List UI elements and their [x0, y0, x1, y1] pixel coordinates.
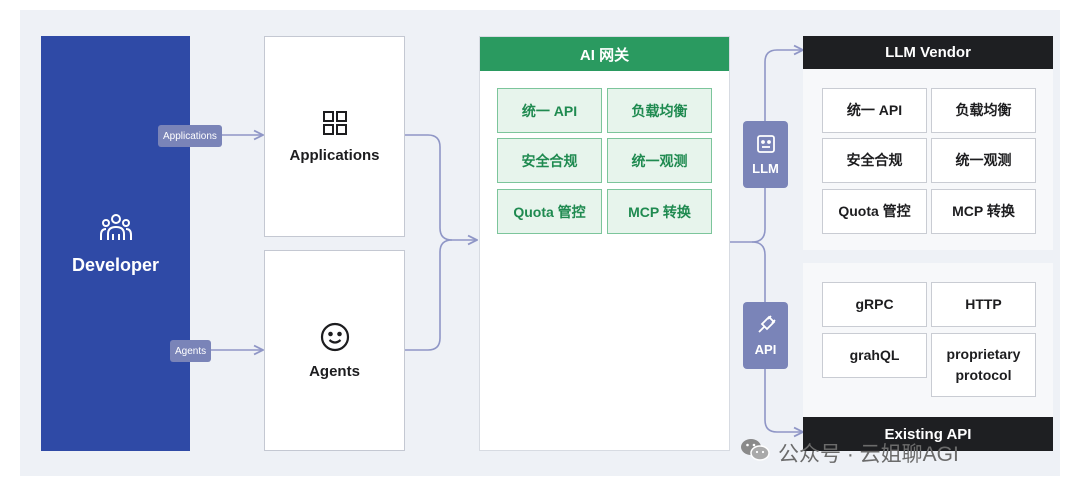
developer-label: Developer	[71, 254, 160, 275]
watermark: 公众号 · 云姐聊AGI	[740, 438, 959, 468]
vendor-cell: 安全合规	[822, 138, 927, 183]
api-badge-label: API	[754, 341, 777, 357]
gateway-cell: 安全合规	[497, 138, 602, 183]
agents-tag: Agents	[170, 340, 212, 362]
watermark-text: 公众号 · 云姐聊AGI	[778, 443, 959, 466]
existing-cell: grahQL	[822, 333, 927, 378]
line-agents-to-gateway	[405, 239, 453, 351]
proprietary-line2: protocol	[955, 367, 1012, 383]
llm-vendor-title: LLM Vendor	[803, 36, 1053, 69]
vendor-cell: 统一 API	[822, 88, 927, 133]
gateway-cell: MCP 转换	[607, 189, 712, 234]
developer-box: Developer	[41, 36, 190, 451]
arrow-to-existing-api	[751, 241, 803, 432]
vendor-cell: 统一观测	[931, 138, 1036, 183]
agents-label: Agents	[309, 362, 360, 380]
gateway-cell: 负载均衡	[607, 88, 712, 133]
proprietary-line1: proprietary	[946, 346, 1021, 362]
llm-badge: LLM	[743, 121, 788, 188]
gateway-cell: Quota 管控	[497, 189, 602, 234]
vendor-cell: Quota 管控	[822, 189, 927, 234]
smile-icon	[320, 322, 350, 357]
vendor-cell: 负载均衡	[931, 88, 1036, 133]
arrow-to-llm-vendor	[751, 50, 803, 243]
users-icon	[99, 212, 133, 247]
applications-tag: Applications	[158, 125, 222, 147]
vendor-cell: MCP 转换	[931, 189, 1036, 234]
llm-badge-label: LLM	[752, 160, 779, 176]
existing-cell: gRPC	[822, 282, 927, 327]
api-badge: API	[743, 302, 788, 369]
existing-api-title: Existing API	[803, 417, 1053, 451]
gateway-cell: 统一观测	[607, 138, 712, 183]
gateway-cell: 统一 API	[497, 88, 602, 133]
agents-card: Agents	[264, 250, 405, 451]
line-applications-to-gateway	[405, 134, 453, 241]
grid-icon	[322, 110, 348, 141]
applications-card: Applications	[264, 36, 405, 237]
plug-icon	[756, 314, 776, 338]
ai-gateway-title: AI 网关	[480, 37, 729, 71]
robot-icon	[756, 134, 776, 157]
applications-label: Applications	[289, 146, 380, 164]
wechat-icon	[740, 437, 770, 469]
existing-cell-proprietary: proprietary protocol	[931, 333, 1036, 397]
existing-cell: HTTP	[931, 282, 1036, 327]
